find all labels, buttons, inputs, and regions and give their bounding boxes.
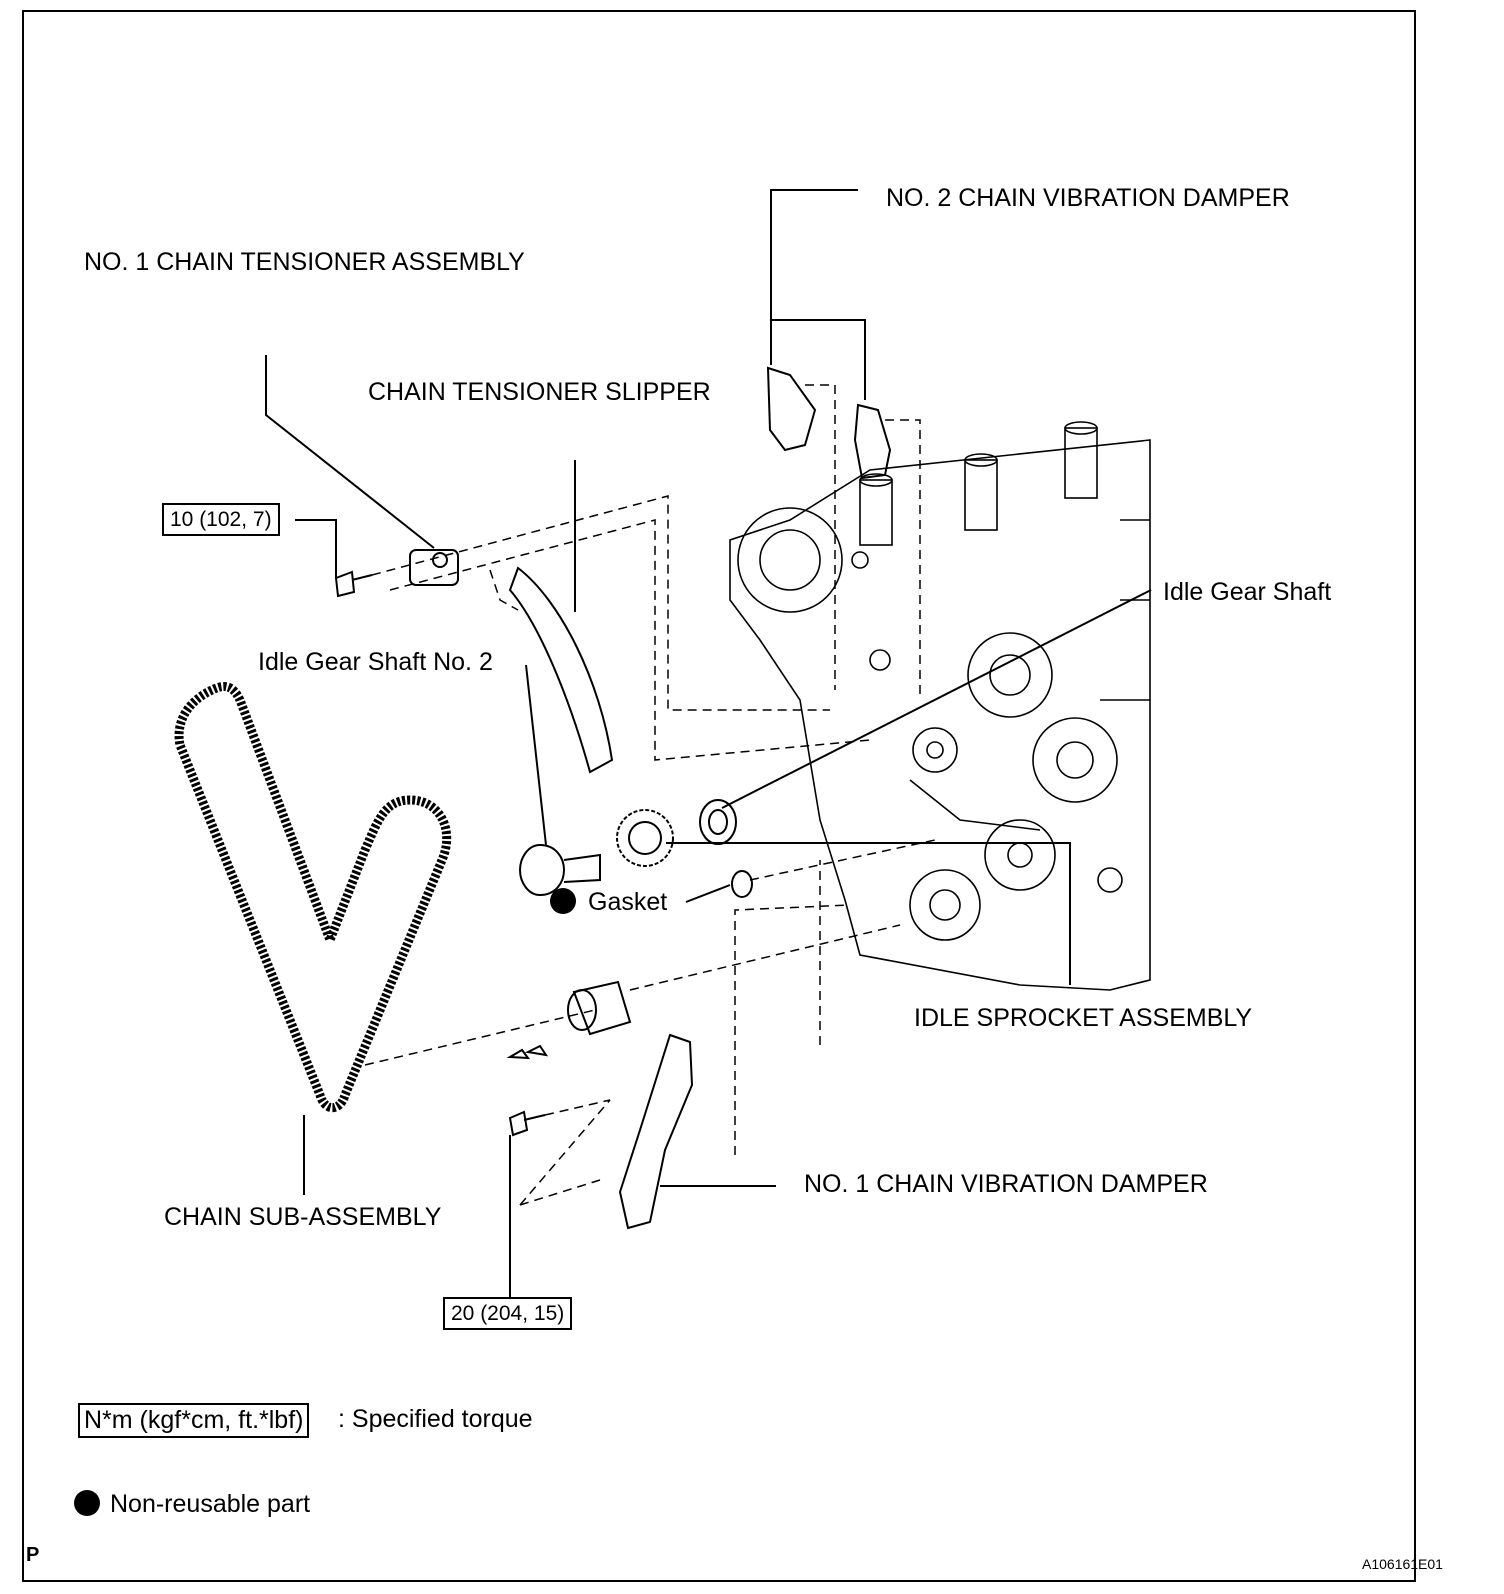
torque-box-damper: 20 (204, 15) [443, 1297, 573, 1330]
no2-damper-part-2 [853, 403, 892, 480]
no1-damper-part [618, 1033, 694, 1230]
chain-label: CHAIN SUB-ASSEMBLY [164, 1203, 442, 1231]
idle-gear-shaft-label: Idle Gear Shaft [1163, 578, 1332, 606]
figure-frame [22, 10, 1416, 1582]
legend-non-reusable-desc: Non-reusable part [110, 1490, 311, 1518]
gasket-label: Gasket [588, 888, 668, 916]
tensioner-body [409, 549, 459, 586]
idle-gear-shaft-no2-part [518, 843, 601, 897]
idle-sprocket-part [616, 809, 674, 867]
tensioner-bolt [334, 570, 373, 598]
chain-loop [174, 681, 452, 1113]
legend-non-reusable-dot [74, 1490, 100, 1516]
phantom-lines [364, 384, 936, 1206]
leader-lines [265, 189, 1152, 1305]
no2-damper-label: NO. 2 CHAIN VIBRATION DAMPER [886, 184, 1290, 212]
crank-sprocket-part [572, 980, 632, 1036]
slipper-part [508, 566, 614, 774]
idle-gear-shaft-no2-label: Idle Gear Shaft No. 2 [258, 648, 493, 676]
engine-block [729, 421, 1151, 991]
non-reusable-marker [550, 888, 576, 914]
idle-sprocket-label: IDLE SPROCKET ASSEMBLY [914, 1004, 1253, 1032]
figure-id: A106161E01 [1362, 1556, 1443, 1572]
idle-gear-shaft-part [699, 799, 737, 845]
corner-mark: P [26, 1544, 40, 1566]
no1-damper-bolt [508, 1110, 546, 1137]
gasket-part [731, 870, 753, 898]
no1-tensioner-label: NO. 1 CHAIN TENSIONER ASSEMBLY [84, 248, 525, 276]
torque-box-tensioner: 10 (102, 7) [162, 503, 280, 536]
legend-torque-desc: : Specified torque [338, 1405, 533, 1433]
slipper-label: CHAIN TENSIONER SLIPPER [368, 378, 711, 406]
no1-damper-label: NO. 1 CHAIN VIBRATION DAMPER [804, 1170, 1208, 1198]
legend-torque-box: N*m (kgf*cm, ft.*lbf) [78, 1403, 310, 1438]
no2-damper-part-1 [766, 366, 817, 452]
